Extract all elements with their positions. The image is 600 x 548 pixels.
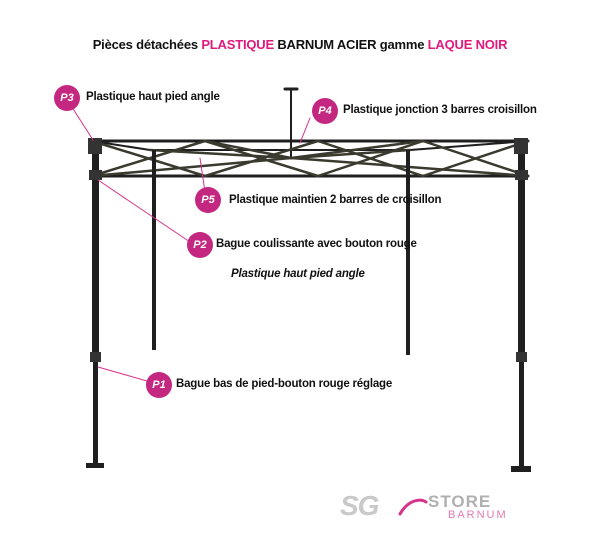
title-highlight-laque-noir: LAQUE NOIR <box>427 37 508 52</box>
sg-store-logo: SG STORE BARNUM <box>340 490 540 524</box>
leader-p5 <box>199 157 206 193</box>
logo-sg: SG <box>340 490 379 521</box>
part-sublabel-p2: Plastique haut pied angle <box>231 268 365 280</box>
diagram-title: Pièces détachées PLASTIQUE BARNUM ACIER … <box>0 37 600 52</box>
leg-back-left <box>152 150 156 350</box>
leg-back-right <box>406 150 410 355</box>
part-badge-p2: P2 <box>187 232 213 258</box>
logo-barnum: BARNUM <box>448 509 508 521</box>
leader-p1 <box>97 366 148 382</box>
part-badge-p4: P4 <box>312 98 338 124</box>
leg-front-left-lower <box>93 355 98 465</box>
foot-ring-front-right <box>516 352 527 362</box>
corner-bracket-front-left <box>88 138 102 154</box>
leg-front-left-upper <box>92 141 99 361</box>
leader-p2 <box>97 179 191 243</box>
foot-front-right <box>511 466 531 472</box>
slider-front-right <box>515 170 528 180</box>
part-label-p1: Bague bas de pied-bouton rouge réglage <box>176 378 393 390</box>
part-badge-p5: P5 <box>195 187 221 213</box>
slider-front-left <box>89 170 102 180</box>
part-label-p5: Plastique maintien 2 barres de croisillo… <box>229 194 442 206</box>
logo-store: STORE <box>428 492 492 511</box>
part-badge-p3: P3 <box>54 85 80 111</box>
part-label-p3: Plastique haut pied angle <box>86 91 220 103</box>
title-highlight-plastique: PLASTIQUE <box>201 37 274 52</box>
part-label-p4: Plastique jonction 3 barres croisillon <box>343 104 537 116</box>
title-part-1: Pièces détachées <box>92 37 198 52</box>
foot-ring-front-left <box>90 352 101 362</box>
part-label-p2: Bague coulissante avec bouton rouge <box>216 238 417 250</box>
logo-swoosh-icon <box>398 498 428 516</box>
leader-p4 <box>299 117 311 144</box>
leader-p3 <box>69 103 94 141</box>
roof-edge-right <box>409 140 529 151</box>
corner-bracket-front-right <box>514 138 528 154</box>
leg-front-right-lower <box>519 355 524 467</box>
leg-front-right-upper <box>518 141 525 361</box>
title-part-3: BARNUM ACIER gamme <box>277 37 425 52</box>
part-badge-p1: P1 <box>146 372 172 398</box>
foot-front-left <box>86 463 104 468</box>
